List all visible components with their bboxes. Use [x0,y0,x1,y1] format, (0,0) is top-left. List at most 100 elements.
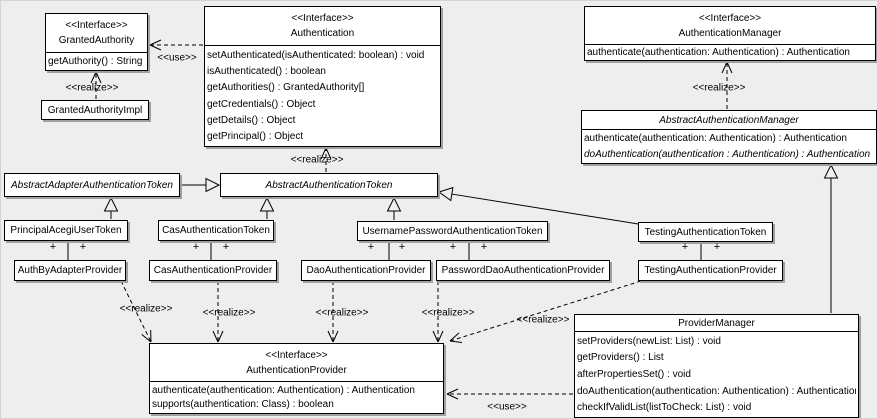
edge-realize [90,71,102,99]
class-name: UsernamePasswordAuthenticationToken [362,225,543,237]
method-label: isAuthenticated() : boolean [207,65,326,77]
association-plus-marker: + [49,241,57,253]
class-header-dao-authentication-provider: DaoAuthenticationProvider [302,261,430,280]
association-plus-marker: + [449,241,457,253]
class-auth-by-adapter-provider: AuthByAdapterProvider [14,260,126,281]
edge-use [149,39,203,51]
method-label: authenticate(authentication: Authenticat… [152,384,415,396]
method-label: authenticate(authentication: Authenticat… [584,133,847,145]
edge-realize [327,281,339,343]
class-header-abstract-authentication-manager: AbstractAuthenticationManager [582,111,876,129]
class-name: Authentication [290,28,355,39]
class-granted-authority: <<Interface>> GrantedAuthority getAuthorit… [45,13,148,71]
methods-compartment: authenticate(authentication: Authenticat… [582,129,876,163]
edge-generalization [181,177,221,193]
class-header-authentication-provider: <<Interface>> AuthenticationProvider [150,344,443,381]
association-plus-marker: + [79,241,87,253]
edge-stereotype-label: <<realize>> [315,307,369,319]
class-password-dao-authentication-provider: PasswordDaoAuthenticationProvider [436,260,610,281]
class-header-principal-acegi-user-token: PrincipalAcegiUserToken [5,221,127,240]
method-label: getDetails() : Object [207,114,296,126]
method-label: afterPropertiesSet() : void [577,368,691,380]
association-plus-marker: + [192,241,200,253]
method-label: getAuthority() : String [48,56,143,67]
method-label: doAuthentication(authentication : Authen… [584,148,871,160]
stereotype-label: <<Interface>> [65,20,128,31]
edge-generalization [103,196,119,219]
class-granted-authority-impl: GrantedAuthorityImpl [41,100,149,120]
class-header-auth-by-adapter-provider: AuthByAdapterProvider [15,261,125,280]
class-authentication-provider: <<Interface>> AuthenticationProvider authe… [149,343,444,414]
class-header-authentication-manager: <<Interface>> AuthenticationManager [585,7,875,44]
class-header-cas-authentication-token: CasAuthenticationToken [159,221,273,240]
method-label: setAuthenticated(isAuthenticated: boolea… [207,49,425,61]
association-plus-marker: + [367,241,375,253]
class-username-password-authentication-token: UsernamePasswordAuthenticationToken [357,221,548,241]
edge-stereotype-label: <<realize>> [119,303,173,315]
class-abstract-authentication-token: AbstractAuthenticationToken [220,173,438,197]
methods-compartment: authenticate(authentication: Authenticat… [585,44,875,60]
method-label: checkIfValidList(listToCheck: List) : vo… [577,402,752,414]
class-header-testing-authentication-provider: TestingAuthenticationProvider [639,261,782,280]
class-name: CasAuthenticationProvider [153,265,273,276]
methods-compartment: authenticate(authentication: Authenticat… [150,381,443,413]
class-header-granted-authority: <<Interface>> GrantedAuthority [46,14,147,52]
class-name: PrincipalAcegiUserToken [10,225,122,236]
class-principal-acegi-user-token: PrincipalAcegiUserToken [4,220,128,241]
methods-compartment: setAuthenticated(isAuthenticated: boolea… [205,45,440,146]
class-name: AuthenticationManager [678,27,782,39]
class-name: AuthByAdapterProvider [17,265,123,276]
class-abstract-adapter-authentication-token: AbstractAdapterAuthenticationToken [4,173,180,197]
class-name: TestingAuthenticationToken [644,226,767,238]
association-plus-marker: + [480,241,488,253]
class-name: CasAuthenticationToken [162,225,270,236]
association-plus-marker: + [713,241,721,253]
edge-stereotype-label: <<realize>> [202,307,256,319]
edge-realize [120,280,152,343]
association-plus-marker: + [681,241,689,253]
class-abstract-authentication-manager: AbstractAuthenticationManager authenticat… [581,110,877,164]
class-name: AbstractAdapterAuthenticationToken [11,179,173,191]
edge-use [446,388,573,400]
edge-stereotype-label: <<realize>> [65,82,119,94]
class-name: GrantedAuthority [58,35,135,46]
class-header-granted-authority-impl: GrantedAuthorityImpl [42,101,148,119]
edge-realize [432,281,444,343]
class-header-password-dao-authentication-provider: PasswordDaoAuthenticationProvider [437,261,609,280]
edge-stereotype-label: <<realize>> [516,314,570,326]
edge-realize [721,61,733,109]
class-testing-authentication-provider: TestingAuthenticationProvider [638,260,783,281]
method-label: getAuthorities() : GrantedAuthority[] [207,82,365,94]
edge-stereotype-label: <<realize>> [421,307,475,319]
methods-compartment: getAuthority() : String [46,52,147,70]
class-cas-authentication-token: CasAuthenticationToken [158,220,274,241]
stereotype-label: <<Interface>> [698,12,762,24]
class-name: AuthenticationProvider [246,364,347,376]
class-testing-authentication-token: TestingAuthenticationToken [638,222,773,242]
edge-generalization [259,196,275,219]
method-label: doAuthentication(authentication: Authent… [577,385,856,397]
edge-realize [212,281,224,343]
method-label: supports(authentication: Class) : boolea… [152,399,334,411]
class-name: AbstractAuthenticationToken [265,179,393,191]
method-label: getPrincipal() : Object [207,131,304,143]
edge-stereotype-label: <<realize>> [290,154,344,166]
class-authentication-manager: <<Interface>> AuthenticationManager authen… [584,6,876,61]
class-cas-authentication-provider: CasAuthenticationProvider [149,260,277,281]
association-plus-marker: + [222,241,230,253]
class-header-cas-authentication-provider: CasAuthenticationProvider [150,261,276,280]
class-header-provider-manager: ProviderManager [575,315,858,331]
method-label: setProviders(newList: List) : void [577,335,721,347]
class-name: TestingAuthenticationProvider [644,265,777,276]
class-header-testing-authentication-token: TestingAuthenticationToken [639,223,772,241]
edge-realize [320,147,332,172]
edge-generalization [437,186,639,225]
class-header-username-password-authentication-token: UsernamePasswordAuthenticationToken [358,222,547,240]
edge-stereotype-label: <<use>> [487,401,527,413]
stereotype-label: <<Interface>> [265,349,328,361]
